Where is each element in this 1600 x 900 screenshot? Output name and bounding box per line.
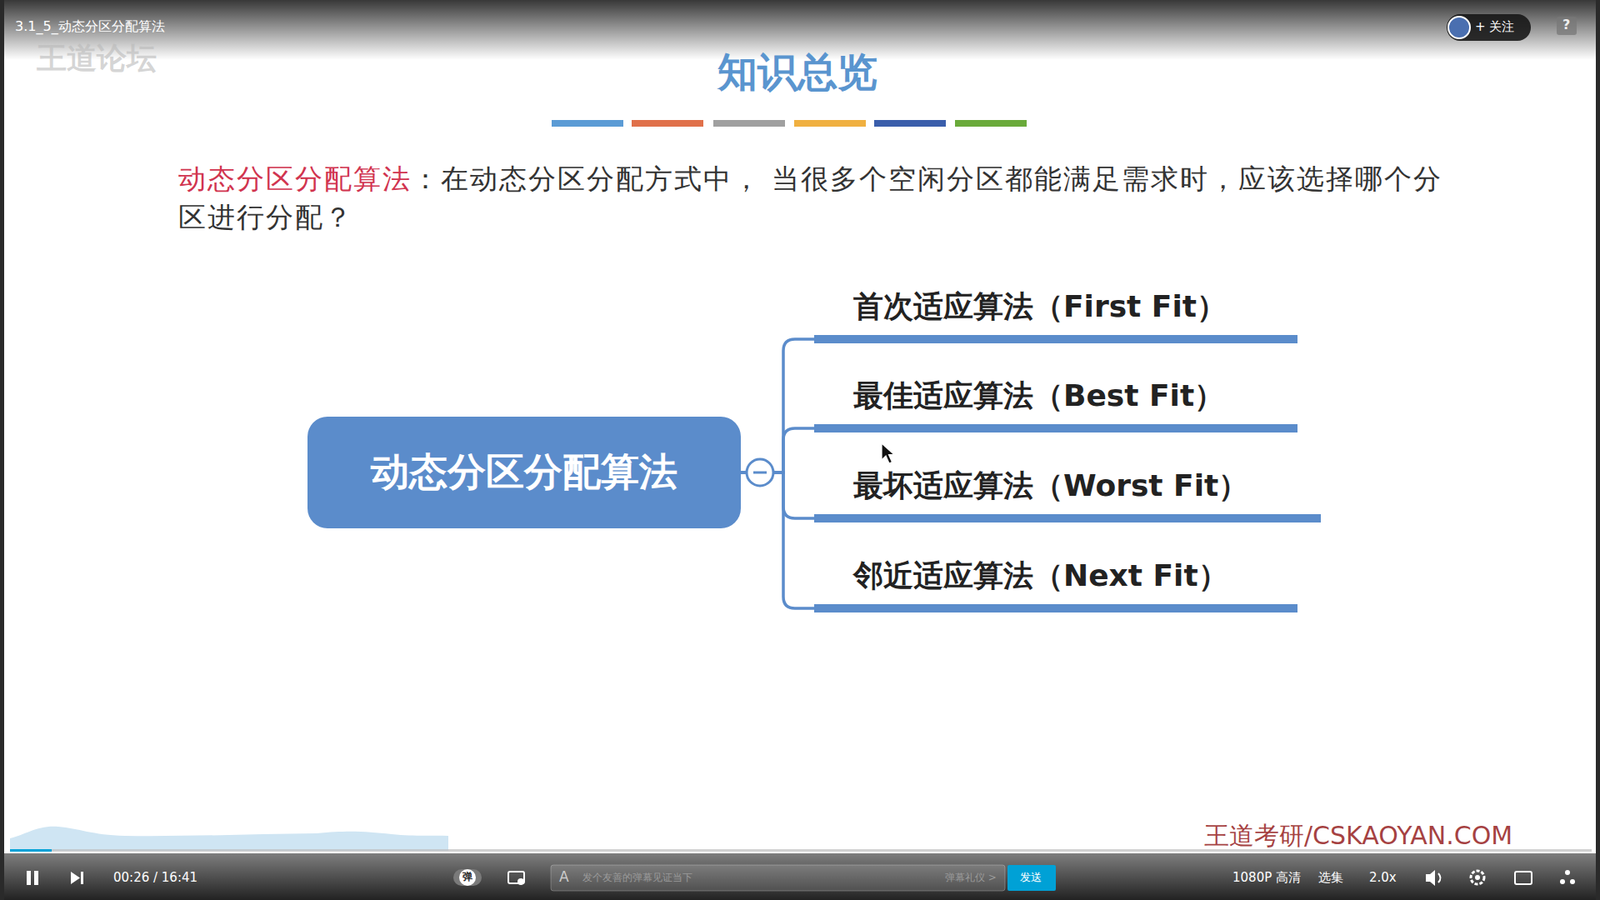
font-icon: A [559,868,570,885]
watermark: 王道考研/CSKAOYAN.COM [1204,820,1513,851]
video-title: 3.1_5_动态分区分配算法 [15,18,165,35]
collapse-button [746,459,774,486]
watermark: 王道论坛 [36,40,157,76]
root-text: 动态分区分配算法 [370,449,678,495]
branch-text: 首次适应算法（First Fit） [853,278,1298,335]
danmaku-graph [10,826,449,851]
slide-title: 知识总览 [547,48,1048,97]
question-keyword: 动态分区分配算法 [178,162,412,195]
branch-text: 最佳适应算法（Best Fit） [853,367,1298,425]
color-bar [874,120,946,127]
danmaku-etiquette: 弹幕礼仪 > [945,871,997,884]
quality-button: 1080P 高清 [1232,870,1301,885]
send-button-text: 发送 [1020,870,1042,885]
volume-icon [1438,873,1441,883]
color-bar [631,120,704,127]
follow-pill [1446,14,1531,41]
frame-edge [0,0,5,900]
branch-line [740,339,815,473]
volume-icon [1425,870,1435,886]
color-bar [955,120,1027,127]
progress-fill [10,849,52,852]
branch-text: 最坏适应算法（Worst Fit） [853,457,1321,515]
fullscreen-icon [1560,879,1565,885]
color-bar [551,120,624,127]
frame-edge [1595,0,1600,900]
time-display: 00:26 / 16:41 [113,870,198,885]
widescreen-icon [1515,871,1532,885]
danmaku-toggle [453,869,482,886]
branch-text: 邻近适应算法（Next Fit） [853,547,1298,605]
danmaku-placeholder: 发个友善的弹幕见证当下 [582,871,693,884]
follow-button-text: + 关注 [1475,19,1515,35]
danmaku-input [550,865,1005,891]
color-bar [794,120,866,127]
next-icon [80,871,84,885]
settings-icon [1470,870,1485,885]
title-color-bars [551,120,1027,127]
speed-button: 2.0x [1369,870,1397,885]
send-button [1007,865,1056,891]
fullscreen-icon [1570,879,1575,885]
episodes-button: 选集 [1318,870,1344,885]
branch-topic: 最佳适应算法（Best Fit） [814,367,1298,433]
next-icon [70,871,80,885]
fullscreen-icon [1565,870,1570,875]
pause-icon [34,870,39,885]
branch-line [740,472,815,609]
avatar [1448,16,1470,39]
collapse-button [753,471,767,475]
color-bar [713,120,785,127]
help-icon [1556,16,1577,35]
danmaku-settings-icon [517,878,525,885]
pause-icon [26,870,31,885]
root-box: 动态分区分配算法 [307,416,741,529]
question-paragraph: 动态分区分配算法：在动态分区分配方式中， 当很多个空闲分区都能满足需求时，应该选… [178,160,1462,237]
branch-topic: 邻近适应算法（Next Fit） [814,547,1298,613]
branch-topic: 最坏适应算法（Worst Fit） [814,457,1321,523]
mouse-cursor [881,443,895,464]
danmaku-toggle-knob [459,869,476,886]
settings-icon [1475,875,1480,880]
danmaku-toggle-text: 弹 [462,870,473,883]
help-icon-text: ? [1562,16,1570,33]
branch-topic: 首次适应算法（First Fit） [814,278,1298,344]
